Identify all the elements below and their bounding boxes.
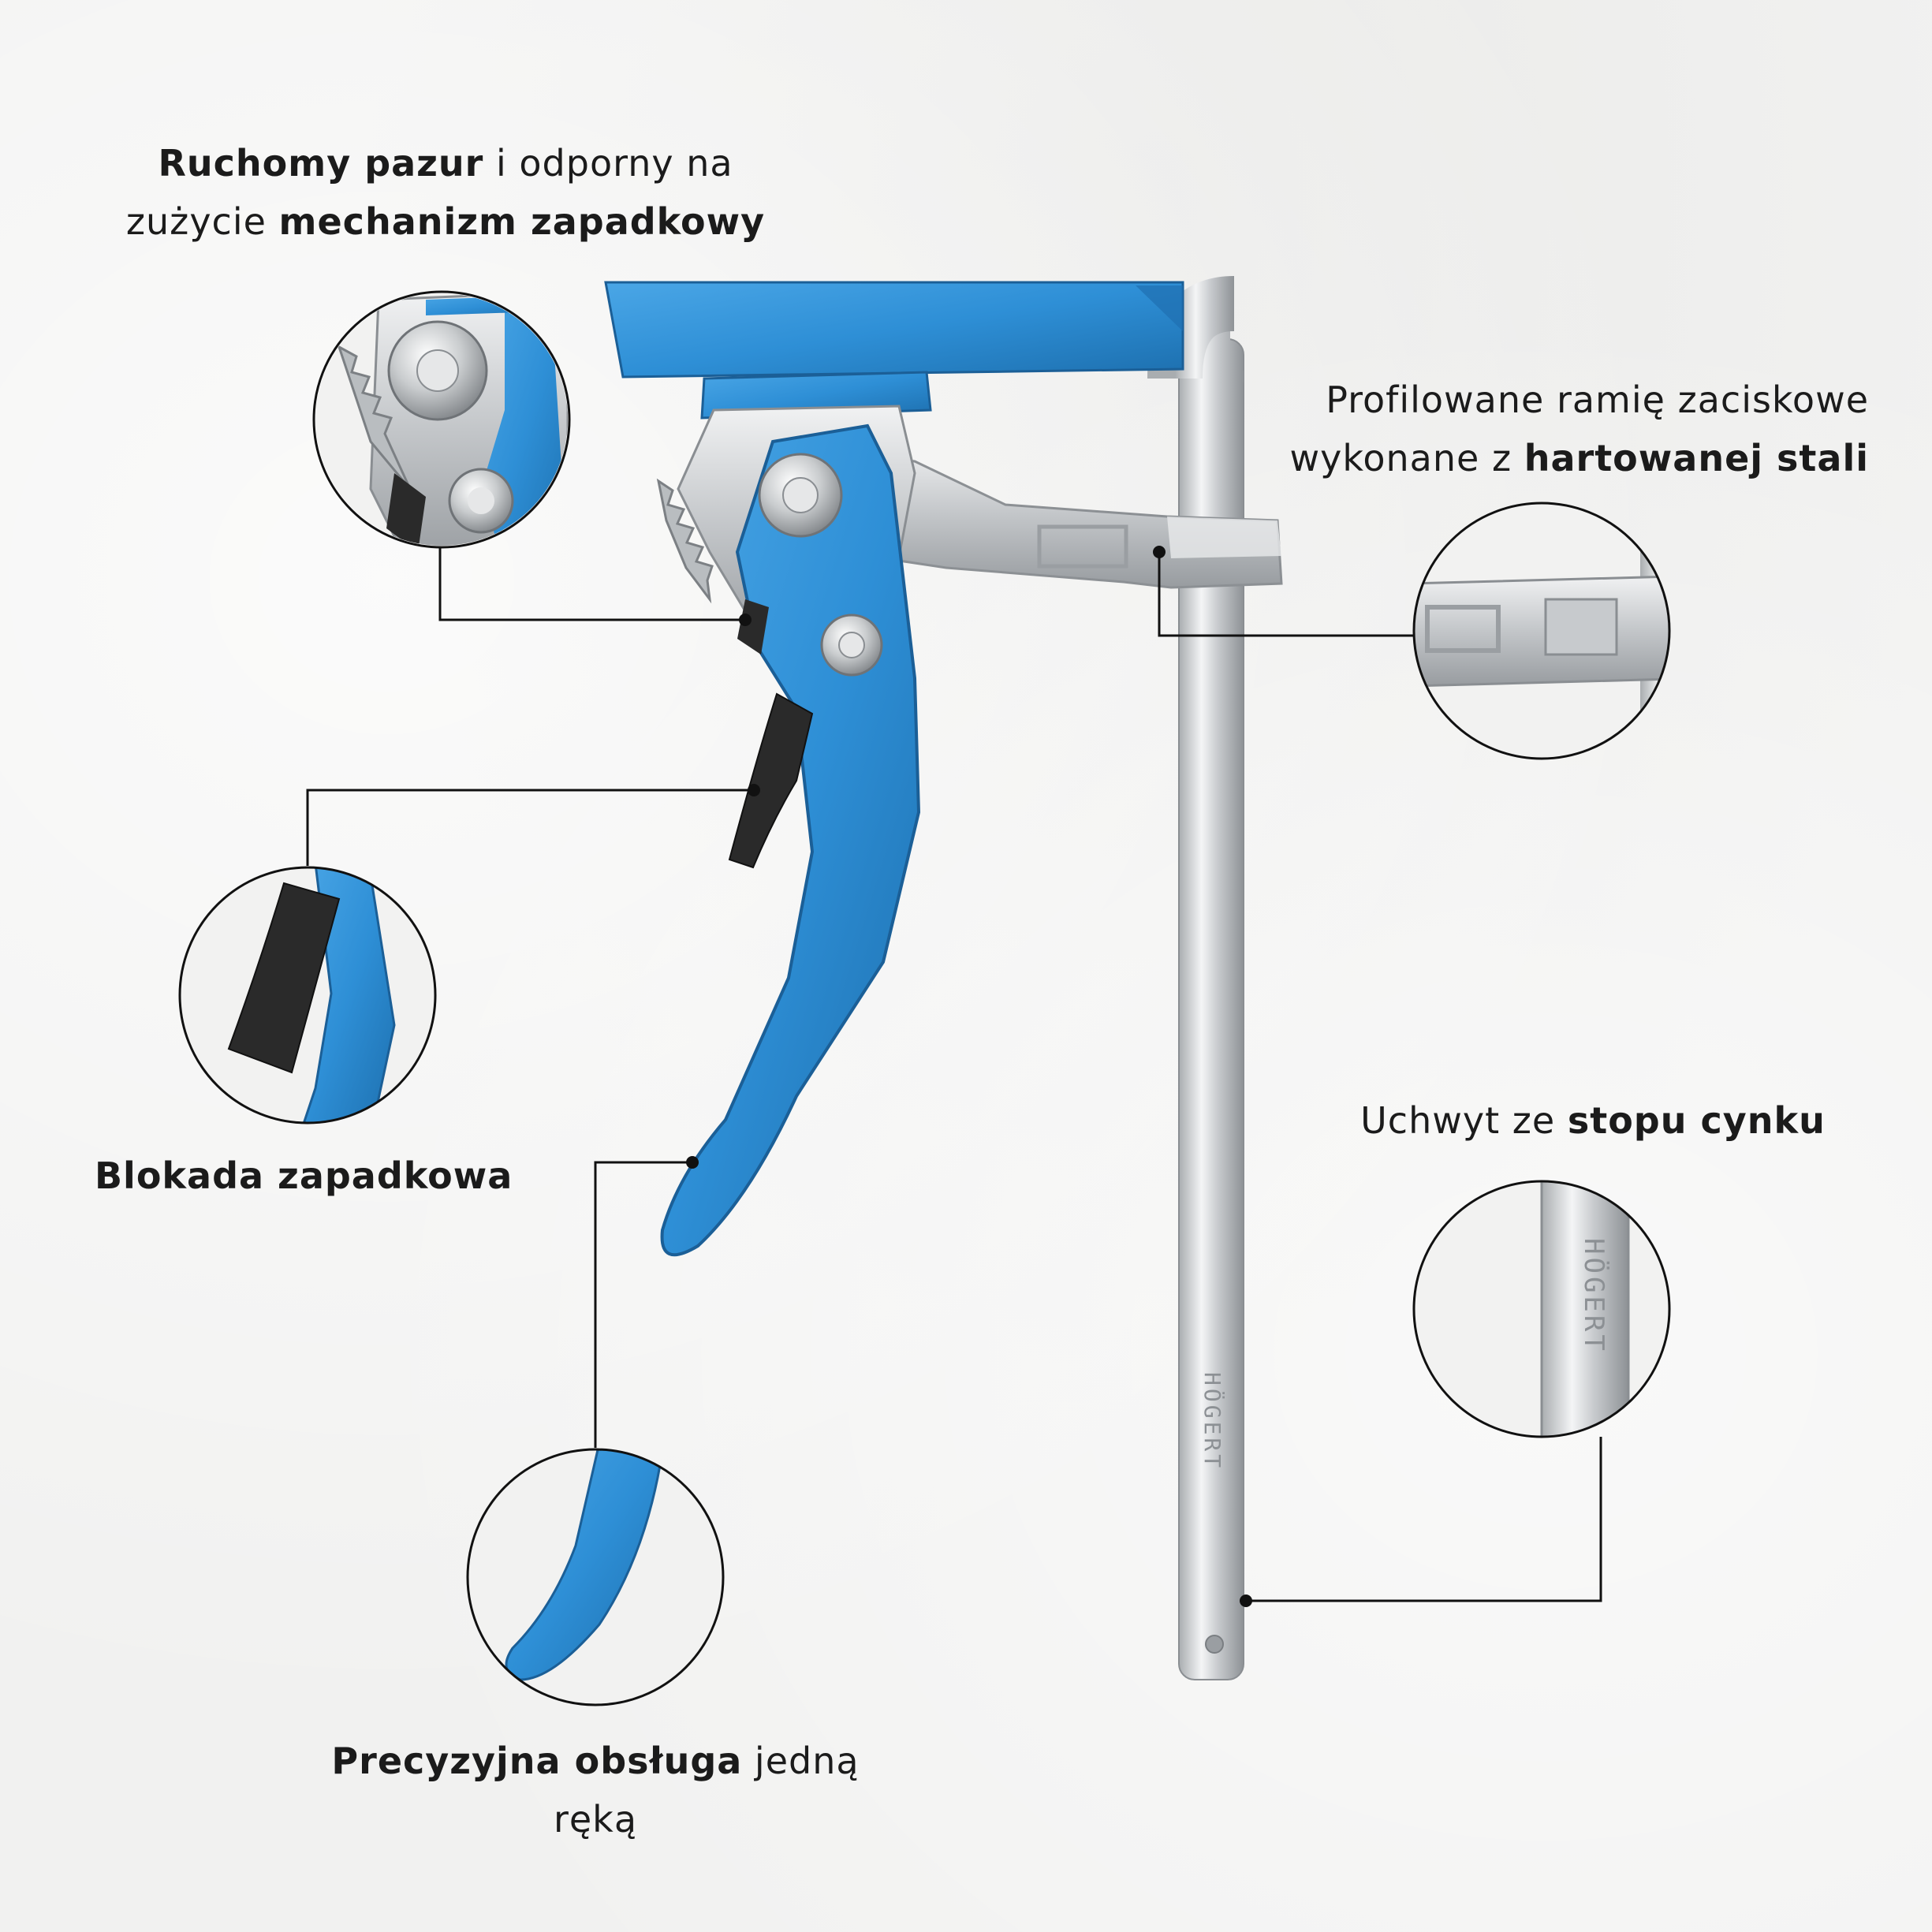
rail-brand-engraving: HÖGERT [1199,1372,1226,1471]
callout-line-handle [594,1161,692,1448]
caption-grip-lead: Uchwyt ze [1360,1099,1568,1142]
zoom-arm [1412,502,1671,760]
caption-ratchet-lead2: zużycie [125,200,279,243]
caption-handle-line2: ręką [553,1798,638,1841]
caption-handle: Precyzyjna obsługa jedną ręką [308,1732,883,1848]
caption-grip-bold: stopu cynku [1567,1099,1826,1142]
callout-dots [686,546,1252,1607]
caption-arm: Profilowane ramię zaciskowe wykonane z h… [1254,371,1869,487]
caption-arm-line1: Profilowane ramię zaciskowe [1326,379,1869,421]
zoom-grip: HÖGERT [1412,1180,1671,1438]
zoom-brand-engraving: HÖGERT [1578,1238,1610,1354]
caption-arm-lead2: wykonane z [1289,437,1524,479]
zoom-ratchet [312,290,571,549]
caption-lock-bold: Blokada zapadkowa [95,1154,513,1197]
caption-ratchet-bold2: mechanizm zapadkowy [278,200,766,243]
caption-lock: Blokada zapadkowa [95,1147,512,1205]
zoom-handle [466,1448,725,1706]
caption-ratchet: Ruchomy pazur i odporny na zużycie mecha… [118,134,773,251]
callout-line-ratchet [438,547,745,621]
top-jaw-pad [604,281,1184,379]
callout-line-arm [1158,552,1414,637]
rail-end-hole [1205,1635,1224,1654]
caption-grip: Uchwyt ze stopu cynku [1341,1091,1845,1150]
caption-handle-rest1: jedną [742,1740,860,1782]
zoom-lock [178,866,437,1125]
caption-ratchet-bold1: Ruchomy pazur [158,142,484,185]
callout-line-lock [306,789,754,866]
callout-line-grip [1246,1437,1602,1602]
caption-ratchet-rest1: i odporny na [483,142,733,185]
caption-arm-bold2: hartowanej stali [1524,437,1869,479]
caption-handle-bold1: Precyzyjna obsługa [331,1740,743,1782]
clamp-body: HÖGERT [604,276,1283,1680]
ratchet-teeth [656,478,714,604]
callout-lines [306,547,1602,1602]
ratchet-lock-rubber [728,692,814,869]
